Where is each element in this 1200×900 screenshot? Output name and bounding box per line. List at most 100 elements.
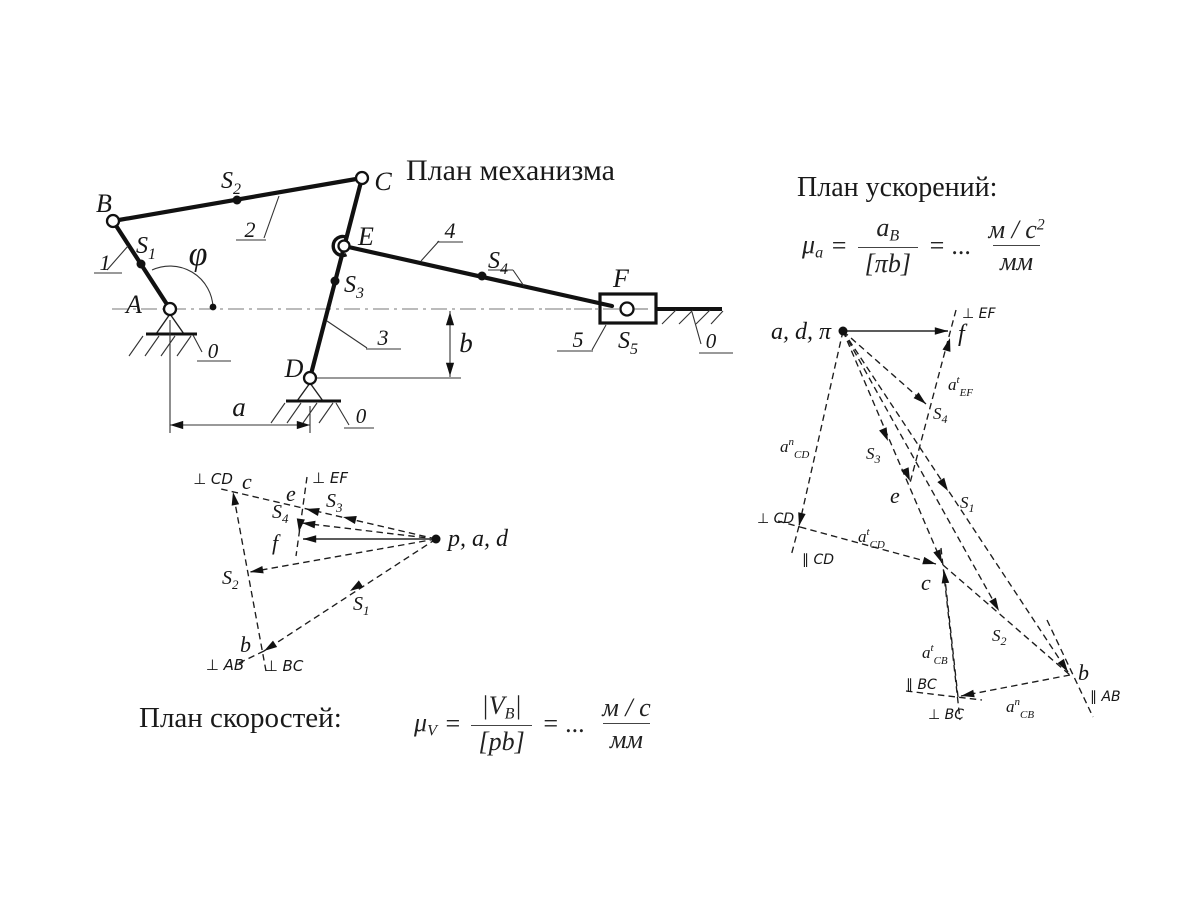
v-label-perp-cd: ⊥ CD xyxy=(193,470,233,488)
equals: = xyxy=(830,230,848,260)
com-S4-dot xyxy=(477,271,487,281)
a-label-at-cb: atCB xyxy=(922,642,948,667)
com-S3-dot xyxy=(330,276,340,286)
label-F: F xyxy=(612,264,630,293)
a-line-c-b xyxy=(942,564,1071,676)
label-link1: 1 xyxy=(100,250,111,275)
v-line-b-c xyxy=(231,491,267,672)
a-label-at-ef: atEF xyxy=(948,374,973,399)
v-dir-perp-EF xyxy=(295,476,308,557)
com-S1-dot xyxy=(136,259,146,269)
mechanism-title: План механизма xyxy=(406,154,615,187)
joint-E-ring xyxy=(331,234,348,258)
joint-A xyxy=(162,301,178,317)
a-vector-pi-s2 xyxy=(842,330,1000,612)
label-link4: 4 xyxy=(445,218,456,243)
ground-support-A xyxy=(128,313,197,357)
a-dir-par-bc xyxy=(905,690,983,701)
label-link2: 2 xyxy=(245,217,256,242)
label-phi: φ xyxy=(189,236,208,273)
label-link3: 3 xyxy=(377,325,389,350)
label-S4: S4 xyxy=(488,248,508,278)
joint-D xyxy=(302,370,318,386)
a-label-perp-ef: ⊥ EF xyxy=(962,306,996,322)
v-label-f: f xyxy=(272,530,281,555)
a-label-s2: S2 xyxy=(992,626,1007,648)
a-vector-an-cd xyxy=(798,330,844,527)
a-label-at-cd: atCD xyxy=(858,526,885,551)
acceleration-polygon: a, d, π f e c b S1 S2 S3 S4 atEF anCD at… xyxy=(757,306,1121,723)
label-ground-D: 0 xyxy=(356,404,367,428)
a-label-b: b xyxy=(1078,660,1089,685)
a-label-s4: S4 xyxy=(933,404,948,426)
ground-support-D xyxy=(270,382,341,424)
v-label-s3: S3 xyxy=(326,490,343,515)
a-vector-an-cb xyxy=(960,674,1071,698)
v-vector-p-s4 xyxy=(301,520,437,540)
joint-F xyxy=(619,301,635,317)
ground-rail-hatching xyxy=(661,309,724,325)
a-line-e-f-perpEF xyxy=(909,309,957,484)
velocity-polygon: p, a, d c e f b S1 S2 S3 S4 ⊥ CD ⊥ EF ⊥ … xyxy=(193,469,509,675)
label-S1: S1 xyxy=(136,233,156,263)
equals-dots: = ... xyxy=(541,708,586,738)
v-label-e: e xyxy=(286,481,296,506)
a-label-s3: S3 xyxy=(866,444,881,466)
acceleration-scale-formula: μa = aB [πb] = ... м / с2 мм xyxy=(802,214,1055,278)
a-label-perp-cd: ⊥ CD xyxy=(757,511,794,527)
ratio-aB-pib: aB [πb] xyxy=(857,214,918,278)
a-pole-dot xyxy=(838,326,848,336)
v-label-s1: S1 xyxy=(353,593,370,618)
mu-a: μa xyxy=(802,229,824,262)
equals-dots: = ... xyxy=(927,230,972,260)
joint-C xyxy=(354,170,370,186)
label-ground-rail: 0 xyxy=(706,329,717,353)
a-label-c: c xyxy=(921,570,931,595)
a-dir-par-ab xyxy=(1046,619,1094,718)
a-label-par-cd: ∥ CD xyxy=(802,552,834,568)
a-label-par-ab: ∥ AB xyxy=(1090,689,1121,705)
v-label-pole: p, a, d xyxy=(446,526,509,552)
label-dim-a: a xyxy=(232,392,246,422)
label-A: A xyxy=(124,290,142,319)
mu-v: μV xyxy=(414,707,437,740)
velocity-title: План скоростей: xyxy=(139,702,342,734)
phi-arc-end-dot xyxy=(209,303,217,311)
a-arrow-s1 xyxy=(937,477,952,494)
com-S2-dot xyxy=(232,195,242,205)
label-D: D xyxy=(284,354,304,383)
acceleration-title: План ускорений: xyxy=(797,172,998,203)
a-vector-at-cd xyxy=(799,526,937,565)
a-label-pole: a, d, π xyxy=(771,319,832,345)
a-label-an-cd: anCD xyxy=(780,436,809,461)
label-S2: S2 xyxy=(221,168,241,198)
a-label-an-cb: anCB xyxy=(1006,696,1034,721)
a-vector-pi-b xyxy=(842,330,1069,673)
ratio-VB-pb: |VB| [pb] xyxy=(471,692,532,756)
label-S3: S3 xyxy=(344,272,364,302)
equals: = xyxy=(443,708,462,738)
v-arrow-e xyxy=(305,505,320,516)
v-label-perp-ef: ⊥ EF xyxy=(312,469,348,487)
label-ground-A: 0 xyxy=(208,339,219,363)
joint-B xyxy=(105,213,121,229)
v-label-perp-ab: ⊥ AB xyxy=(206,656,244,674)
a-dir-perp-cd xyxy=(777,520,801,528)
a-label-perp-bc: ⊥ BC xyxy=(928,707,964,723)
v-label-b: b xyxy=(240,632,251,657)
a-vector-pi-s4 xyxy=(842,330,927,405)
label-link5: 5 xyxy=(573,327,584,352)
v-label-s4: S4 xyxy=(272,501,289,526)
mechanism-plan: B C E A D F φ S1 S2 S3 S4 S5 1 2 3 4 5 0… xyxy=(94,167,733,433)
dimension-b xyxy=(316,311,461,379)
label-C: C xyxy=(374,167,392,196)
v-vector-p-b xyxy=(263,538,437,652)
label-B: B xyxy=(96,189,112,218)
v-label-s2: S2 xyxy=(222,567,239,592)
label-dim-b: b xyxy=(459,328,473,358)
a-label-s1: S1 xyxy=(960,493,975,515)
v-line-p-c xyxy=(220,488,437,540)
v-arrow-s3 xyxy=(342,513,357,524)
units-ms2-mm: м / с2 мм xyxy=(988,215,1045,277)
